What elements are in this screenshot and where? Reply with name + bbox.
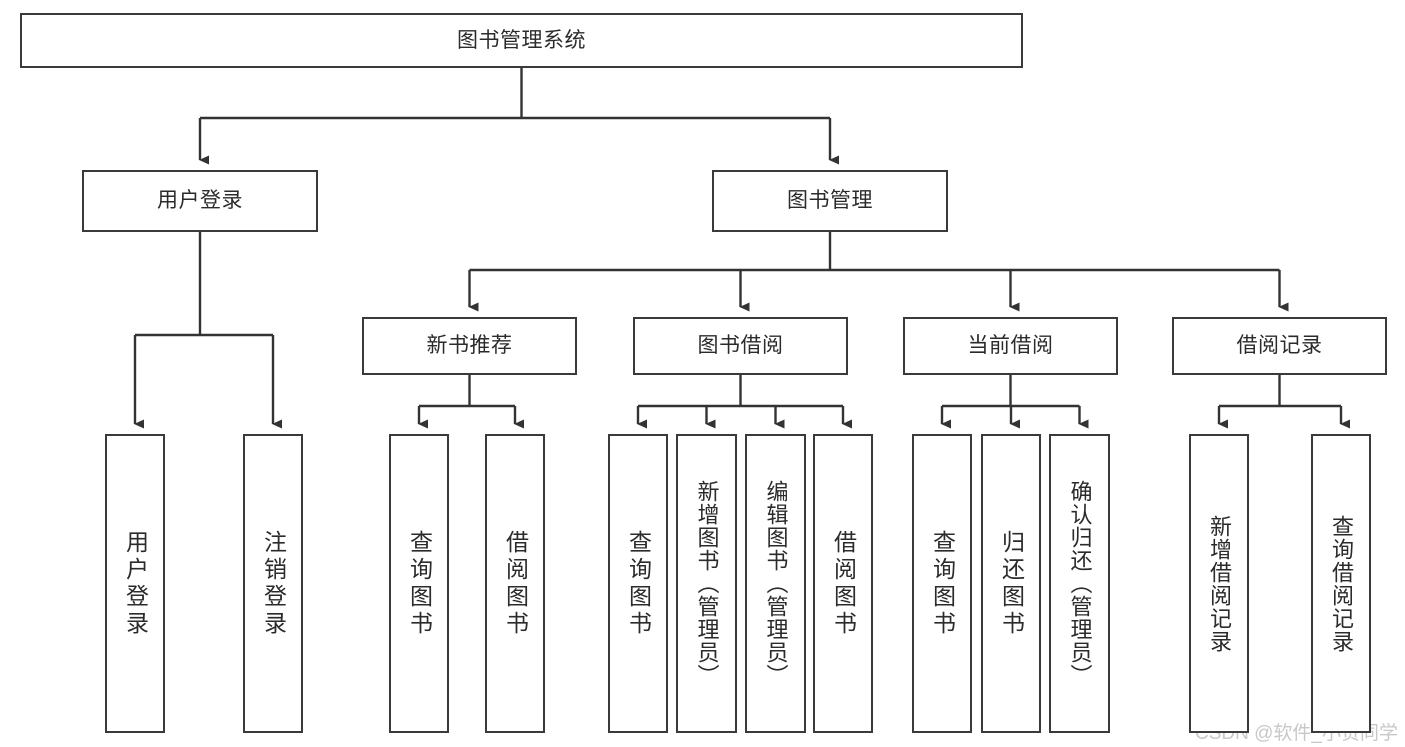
node-label: 图书管理系统: [457, 28, 586, 52]
node-leaf-add-book-admin[interactable]: 新增图书（管理员）: [676, 434, 737, 733]
node-leaf-query-book-borrow[interactable]: 查询图书: [608, 434, 668, 733]
node-label-book-manage: 图书管理: [787, 189, 873, 213]
node-borrow-record[interactable]: 借阅记录: [1172, 317, 1387, 375]
node-leaf-user-login[interactable]: 用户登录: [105, 434, 165, 733]
node-user-login[interactable]: 用户登录: [82, 170, 318, 232]
node-label-user-login: 用户登录: [157, 189, 243, 213]
node-leaf-confirm-return-admin[interactable]: 确认归还（管理员）: [1049, 434, 1110, 733]
node-leaf-query-book-recommend[interactable]: 查询图书: [389, 434, 449, 733]
node-label-leaf-query-borrow-record: 查询借阅记录: [1329, 514, 1354, 653]
node-label-leaf-confirm-return-admin: 确认归还（管理员）: [1067, 480, 1093, 687]
node-label-current-borrow: 当前借阅: [967, 334, 1054, 358]
node-book-borrow[interactable]: 图书借阅: [633, 317, 848, 375]
node-new-book-recommend[interactable]: 新书推荐: [362, 317, 577, 375]
node-current-borrow[interactable]: 当前借阅: [903, 317, 1118, 375]
node-label-leaf-add-book-admin: 新增图书（管理员）: [694, 480, 720, 687]
node-label-leaf-query-book-borrow: 查询图书: [625, 529, 652, 638]
node-leaf-edit-book-admin[interactable]: 编辑图书（管理员）: [745, 434, 806, 733]
node-label-leaf-borrow-book: 借阅图书: [830, 529, 857, 638]
node-book-management-system[interactable]: 图书管理系统: [20, 13, 1023, 68]
node-leaf-logout[interactable]: 注销登录: [243, 434, 303, 733]
node-label-leaf-edit-book-admin: 编辑图书（管理员）: [763, 480, 789, 687]
node-book-manage[interactable]: 图书管理: [712, 170, 948, 232]
node-label-leaf-query-book-recommend: 查询图书: [406, 529, 433, 638]
node-leaf-add-borrow-record[interactable]: 新增借阅记录: [1189, 434, 1249, 733]
node-label-leaf-logout: 注销登录: [260, 529, 287, 638]
node-label-leaf-user-login: 用户登录: [122, 529, 149, 638]
node-leaf-query-book-current[interactable]: 查询图书: [912, 434, 972, 733]
node-leaf-query-borrow-record[interactable]: 查询借阅记录: [1311, 434, 1371, 733]
node-leaf-return-book[interactable]: 归还图书: [981, 434, 1041, 733]
node-leaf-borrow-book-recommend[interactable]: 借阅图书: [485, 434, 545, 733]
node-label-borrow-record: 借阅记录: [1236, 334, 1323, 358]
node-label-leaf-add-borrow-record: 新增借阅记录: [1207, 514, 1232, 653]
node-label-book-borrow: 图书借阅: [697, 334, 784, 358]
node-label-leaf-borrow-book-recommend: 借阅图书: [502, 529, 529, 638]
node-label-new-book-recommend: 新书推荐: [426, 334, 513, 358]
node-leaf-borrow-book[interactable]: 借阅图书: [813, 434, 873, 733]
node-label-leaf-return-book: 归还图书: [998, 529, 1025, 638]
node-label-leaf-query-book-current: 查询图书: [929, 529, 956, 638]
